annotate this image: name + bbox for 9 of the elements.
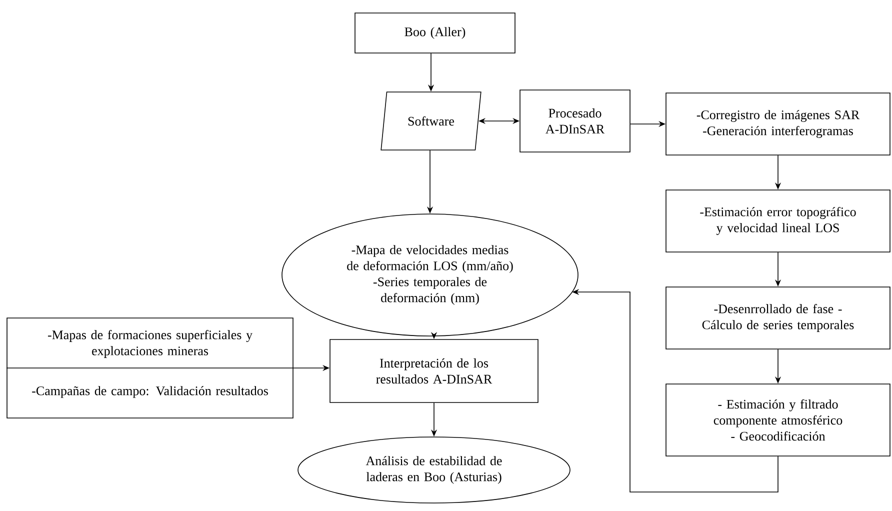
- process-box: -Desenrrollado de fase -Cálculo de series temporales: [666, 286, 890, 350]
- process-box: -Estimación error topográfico y velocidad lineal LOS: [666, 190, 890, 252]
- process-box: Boo (Aller): [354, 12, 516, 54]
- input-box: -Mapas de formaciones superficiales y explotaciones mineras -Campañas de campo: Validación resultados: [6, 318, 294, 418]
- data-parallelogram: Software: [380, 92, 482, 150]
- process-box: Interpretación de los resultados A-DInSAR: [330, 339, 538, 403]
- process-box: -Corregistro de imágenes SAR -Generación interferogramas: [666, 92, 890, 156]
- process-box: - Estimación y filtrado componente atmosférico - Geocodificación: [666, 384, 890, 456]
- process-box: Procesado A-DInSAR: [520, 90, 630, 152]
